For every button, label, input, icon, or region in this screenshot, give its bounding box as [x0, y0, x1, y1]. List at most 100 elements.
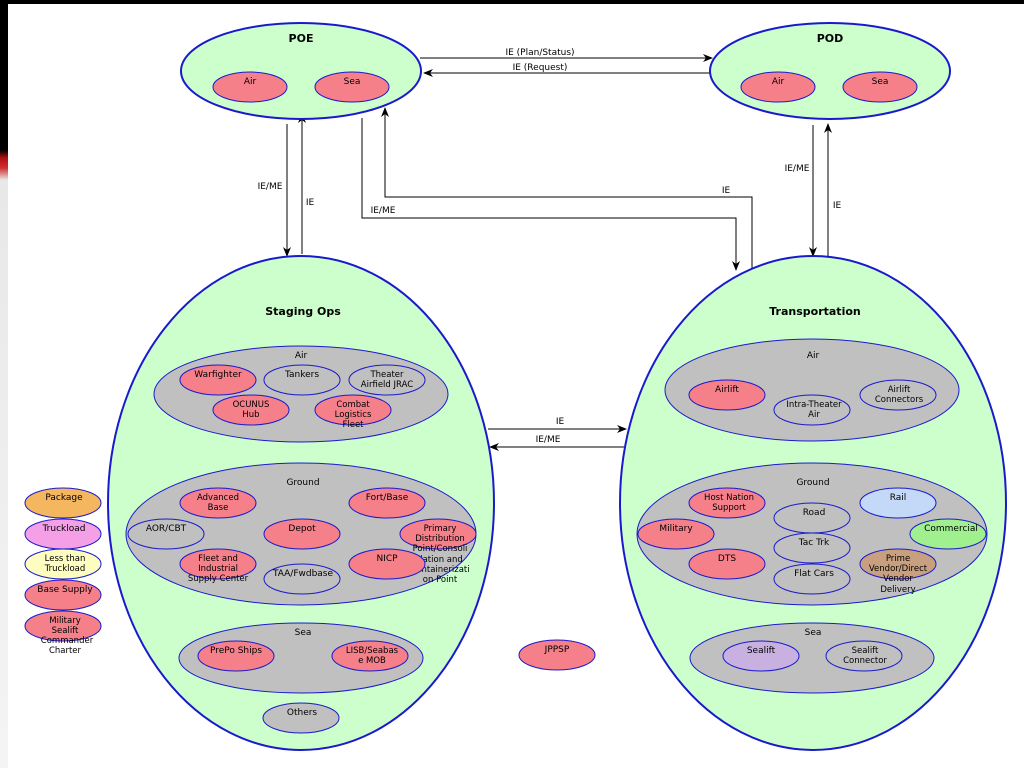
legend-less-than-truckload: [24, 548, 102, 580]
staging-fleet-industrial: [179, 548, 257, 580]
staging-fort-base-label: Fort/Base: [366, 493, 409, 503]
staging-lisb-l1: LISB/Seabas: [346, 646, 399, 656]
transport-military: [637, 518, 715, 550]
legend: Package Truckload Less than Truckload Ba…: [24, 487, 102, 656]
slide-left-border: [0, 0, 8, 768]
staging-taa-fwdbase: [263, 563, 341, 595]
transport-sealift-conn-l2: Connector: [843, 656, 887, 666]
transport-airlift-conn-l2: Connectors: [875, 395, 924, 405]
transport-flat-cars: [773, 563, 851, 595]
transport-sealift-conn-l1: Sealift: [852, 646, 879, 656]
staging-depot: [263, 518, 341, 550]
staging-others-label: Others: [287, 708, 318, 718]
staging-ocunus-l1: OCUNUS: [233, 400, 270, 410]
staging-prepo-ships: [197, 640, 275, 672]
staging-fleet-l1: Fleet and: [198, 554, 238, 564]
label-poe-transport: IE/ME: [371, 206, 396, 216]
staging-taa-label: TAA/Fwdbase: [272, 569, 334, 579]
staging-sea-title: Sea: [295, 628, 312, 638]
transport-sealift-connector: [825, 640, 903, 672]
label-pod-transport: IE/ME: [785, 164, 810, 174]
transport-dts: [688, 548, 766, 580]
pod-air: [740, 71, 816, 103]
transportation-node: Transportation Air Airlift Intra-Theater…: [619, 255, 1007, 751]
transport-host-l2: Support: [712, 503, 746, 513]
staging-advanced-base: [179, 487, 257, 519]
label-staging-transport: IE: [556, 417, 565, 427]
transport-commercial-label: Commercial: [924, 524, 978, 534]
legend-base-supply: [24, 579, 102, 611]
jppsp-label: JPPSP: [544, 645, 570, 655]
staging-fleet-l2: Industrial: [198, 564, 238, 574]
pod-sea-label: Sea: [872, 77, 889, 87]
staging-ops-node: Staging Ops Air Warfighter Tankers Theat…: [107, 255, 495, 751]
staging-theater-airfield: [348, 364, 426, 396]
staging-primary-l1: Primary: [424, 524, 457, 534]
staging-theater-airfield-l2: Airfield JRAC: [361, 380, 413, 390]
staging-warfighter: [179, 364, 257, 396]
transport-prime-l2: Vendor/Direct: [869, 564, 928, 574]
transportation-title: Transportation: [769, 305, 860, 318]
transport-prime-vendor: [859, 548, 937, 580]
transport-flat-cars-label: Flat Cars: [794, 569, 834, 579]
transport-dts-label: DTS: [718, 554, 736, 564]
legend-truckload-label: Truckload: [42, 524, 86, 534]
connector-labels: IE (Plan/Status) IE (Request) IE/ME IE I…: [258, 48, 842, 445]
pod-air-label: Air: [772, 77, 785, 87]
staging-prepo-label: PrePo Ships: [210, 646, 262, 656]
staging-primary-l4: dation and: [417, 555, 463, 565]
staging-aor-cbt: [127, 518, 205, 550]
staging-primary-l6: on Point: [423, 575, 458, 585]
legend-ltl-l2: Truckload: [44, 564, 86, 574]
transport-rail: [859, 487, 937, 519]
legend-msc-l1: Military: [49, 616, 81, 626]
transport-tac-trk-label: Tac Trk: [798, 538, 830, 548]
transport-air-title: Air: [807, 351, 820, 361]
legend-package-label: Package: [45, 493, 83, 503]
staging-combat-logistics: [314, 394, 392, 426]
label-transport-staging: IE/ME: [536, 435, 561, 445]
transport-airlift-label: Airlift: [715, 385, 739, 395]
poe-sea: [314, 71, 390, 103]
legend-msc-l3: Commander: [41, 636, 94, 646]
connectors: [283, 54, 832, 451]
transport-intra-l1: Intra-Theater: [786, 400, 842, 410]
staging-primary-l3: Point/Consoli: [413, 544, 468, 554]
poe-air: [212, 71, 288, 103]
staging-lisb-l2: e MOB: [358, 656, 386, 666]
staging-combat-l3: Fleet: [342, 420, 364, 430]
transport-prime-l4: Delivery: [880, 585, 915, 595]
label-transport-poe: IE: [722, 186, 731, 196]
legend-ltl-l1: Less than: [45, 554, 86, 564]
staging-air-title: Air: [295, 351, 308, 361]
pod-sea: [842, 71, 918, 103]
staging-lisb-mob: [331, 640, 409, 672]
staging-others: [262, 702, 340, 734]
legend-msc-l4: Charter: [49, 646, 82, 656]
transport-airlift: [688, 379, 766, 411]
transport-intra-theater: [773, 394, 851, 426]
staging-ground-title: Ground: [286, 478, 319, 488]
staging-primary-l5: Containerizati: [410, 565, 469, 575]
transport-sea-group: [689, 622, 935, 694]
transport-road-label: Road: [803, 508, 826, 518]
staging-ocunus-l2: Hub: [242, 410, 259, 420]
transport-sealift: [722, 640, 800, 672]
poe-title: POE: [289, 32, 314, 45]
transport-military-label: Military: [659, 524, 693, 534]
staging-warfighter-label: Warfighter: [194, 370, 242, 380]
transport-commercial: [909, 518, 987, 550]
poe-sea-label: Sea: [344, 77, 361, 87]
legend-msc-l2: Sealift: [52, 626, 79, 636]
staging-sea-group: [178, 622, 424, 694]
staging-depot-label: Depot: [288, 524, 316, 534]
staging-nicp: [348, 548, 426, 580]
staging-advanced-base-l2: Base: [208, 503, 229, 513]
poe-node: POE Air Sea: [180, 22, 422, 120]
arrow-transportation-to-poe: [381, 107, 753, 268]
staging-combat-l1: Combat: [336, 400, 370, 410]
legend-base-supply-label: Base Supply: [37, 585, 93, 595]
transport-ground-title: Ground: [796, 478, 829, 488]
staging-advanced-base-l1: Advanced: [197, 493, 239, 503]
